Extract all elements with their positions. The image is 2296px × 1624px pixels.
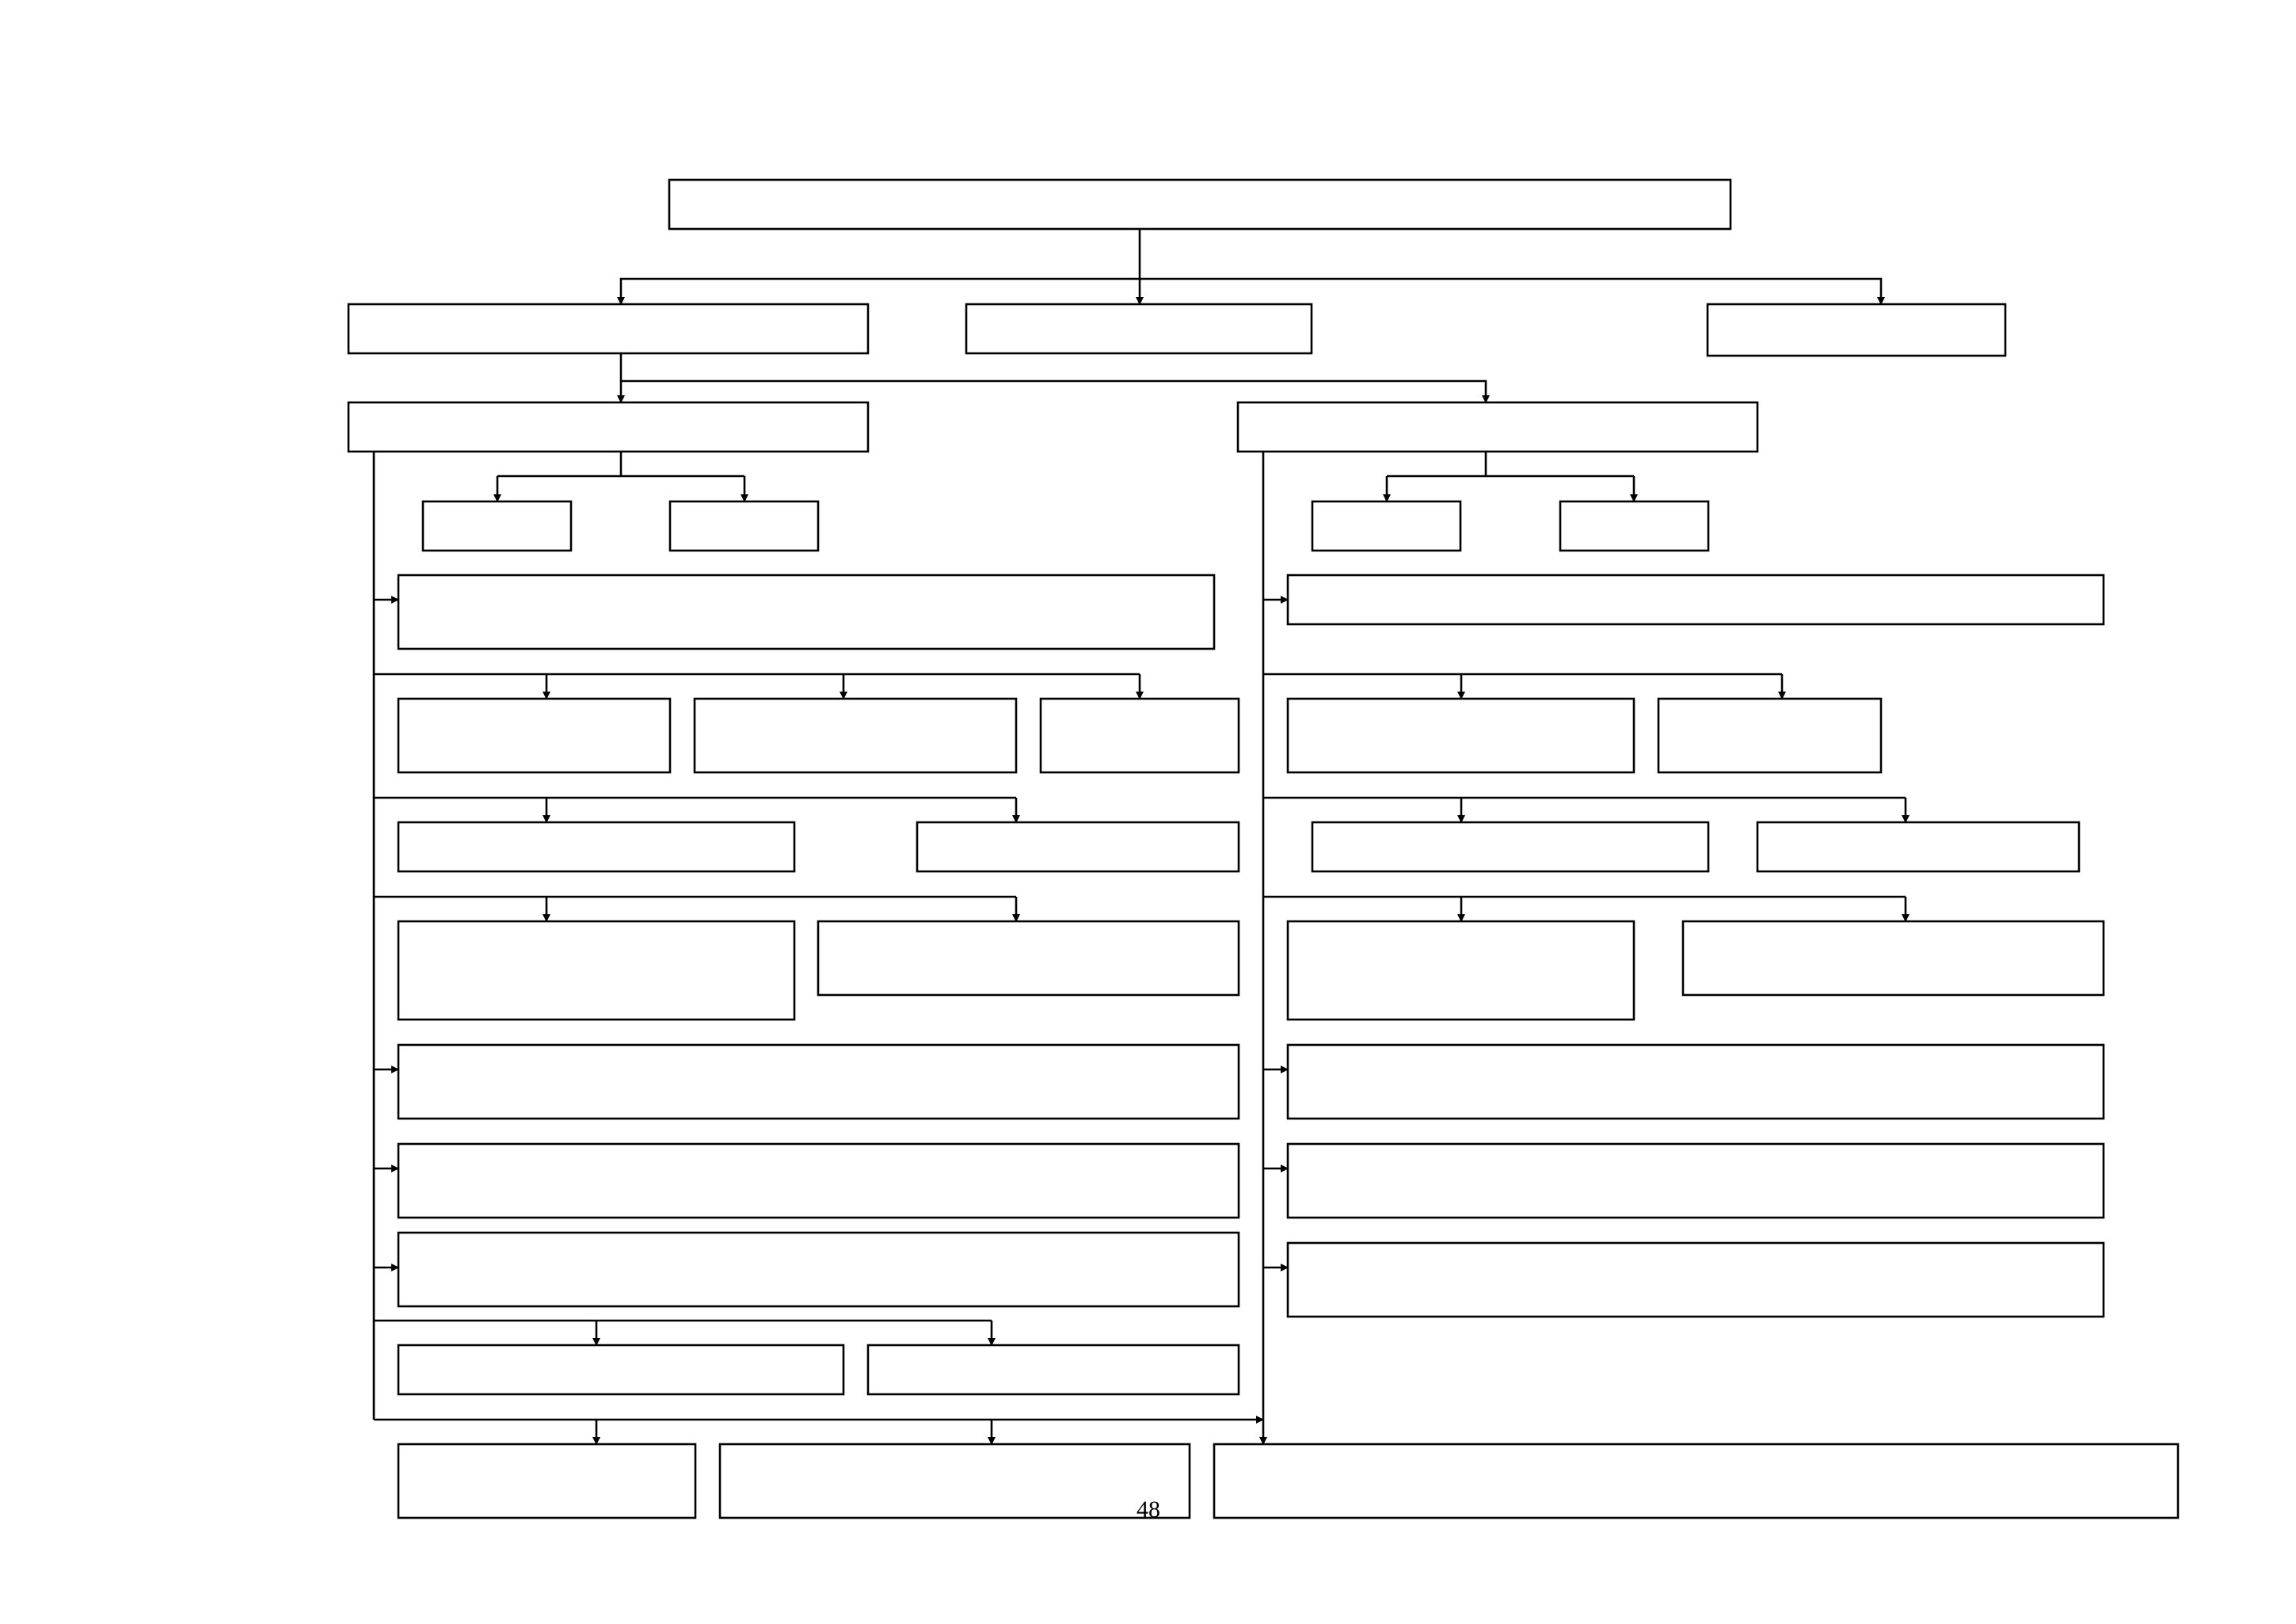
left-row4-box-2: [866, 1344, 1240, 1396]
right-row2-box-1: [1311, 821, 1710, 873]
branch-left-header-box: [347, 401, 870, 453]
right-row3-box-2: [1681, 920, 2105, 997]
left-row1-box-2: [693, 697, 1018, 774]
left-row4-box-1: [397, 1344, 845, 1396]
branch-right-header-box: [1236, 401, 1759, 453]
left-row1-box-1: [397, 697, 672, 774]
right-wide-box-3: [1286, 1142, 2105, 1219]
left-row3-box-1: [397, 920, 796, 1021]
bottom-box-3: [1213, 1443, 2180, 1519]
level2-middle-box: [965, 303, 1313, 355]
right-row1-box-1: [1286, 697, 1635, 774]
right-row1-box-2: [1657, 697, 1883, 774]
left-small-box-2: [668, 500, 820, 552]
right-small-box-2: [1559, 500, 1710, 552]
left-row3-box-2: [817, 920, 1240, 997]
bottom-box-1: [397, 1443, 697, 1519]
right-small-box-1: [1311, 500, 1462, 552]
left-wide-box-2: [397, 1043, 1240, 1120]
level2-left-box: [347, 303, 870, 355]
page-number: 48: [1137, 1496, 1160, 1523]
right-row2-box-2: [1756, 821, 2081, 873]
right-wide-box-1: [1286, 574, 2105, 626]
level2-right-box: [1706, 303, 2007, 357]
top-box: [668, 178, 1732, 231]
left-wide-box-4: [397, 1231, 1240, 1308]
left-row1-box-3: [1039, 697, 1240, 774]
bottom-box-2: [718, 1443, 1191, 1519]
right-wide-box-2: [1286, 1043, 2105, 1120]
left-small-box-1: [421, 500, 573, 552]
right-wide-box-4: [1286, 1241, 2105, 1318]
left-wide-box-3: [397, 1142, 1240, 1219]
right-row3-box-1: [1286, 920, 1635, 1021]
left-row2-box-1: [397, 821, 796, 873]
connector-lines: [372, 229, 1910, 1445]
left-wide-box-1: [397, 574, 1216, 650]
left-row2-box-2: [916, 821, 1240, 873]
